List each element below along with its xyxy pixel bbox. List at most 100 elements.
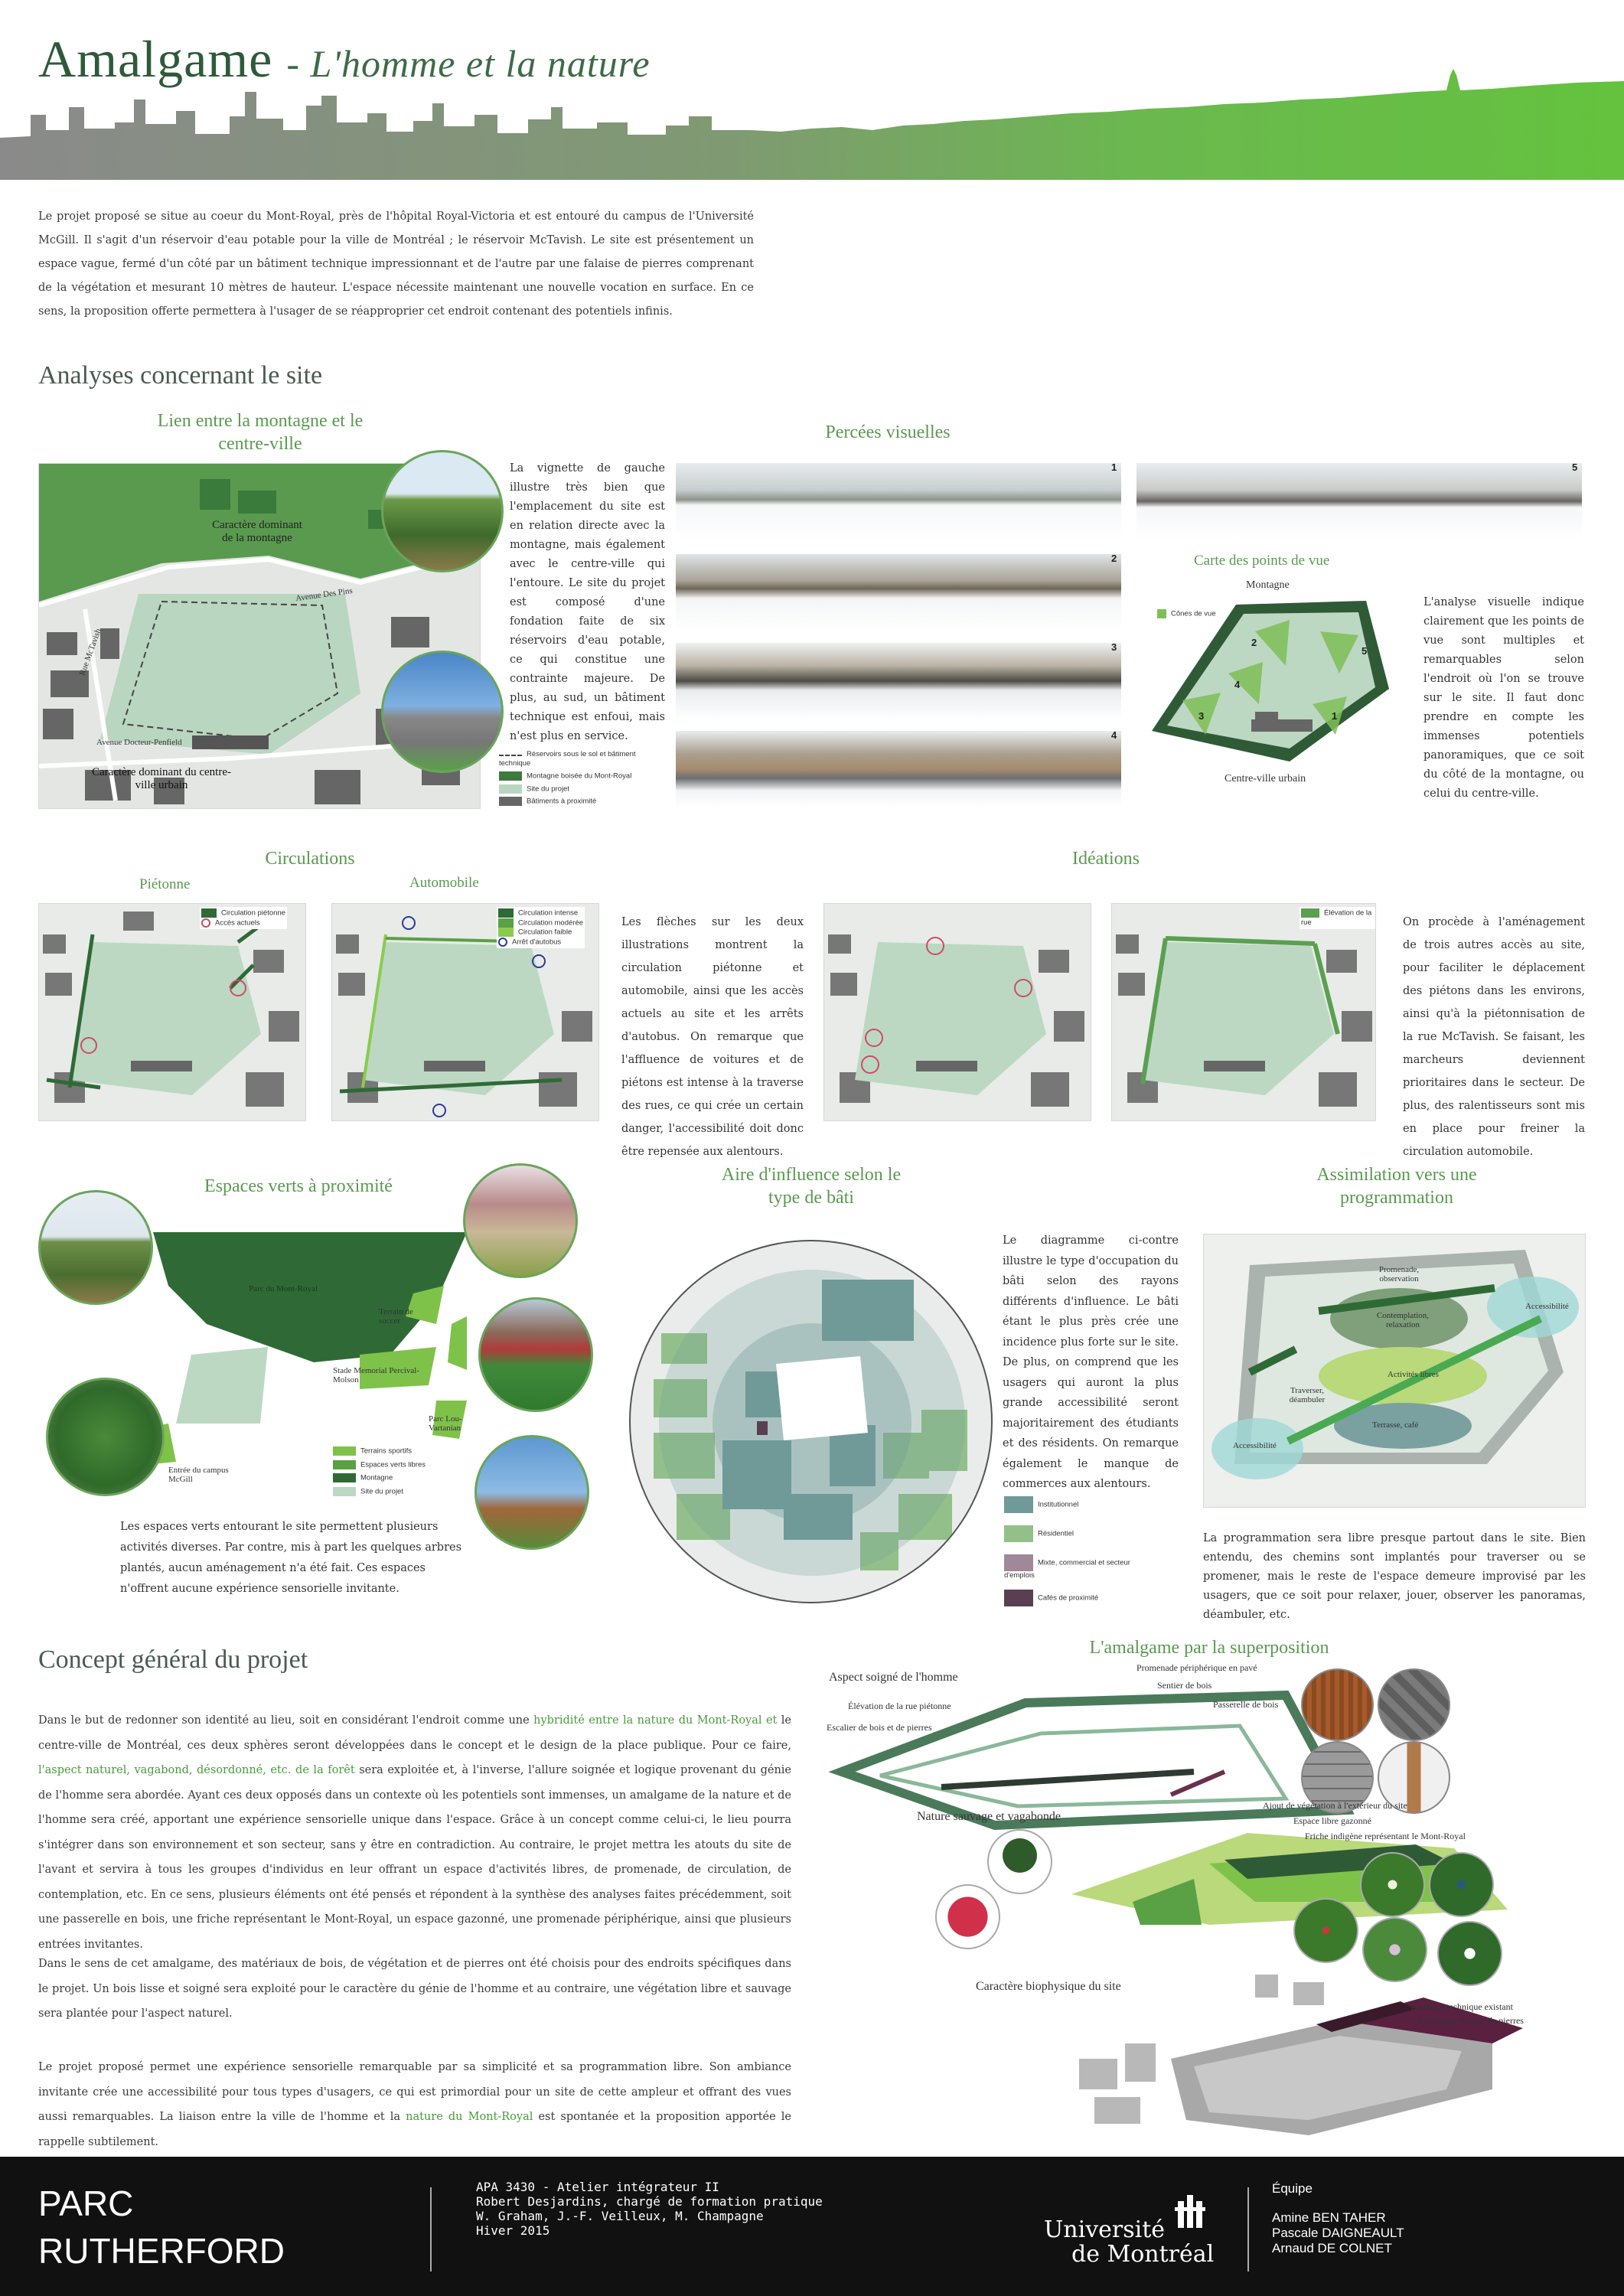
lou-photo-circle: [474, 1435, 589, 1550]
plant-circle-1: [1360, 1852, 1425, 1917]
plant-circle-4: [1362, 1917, 1427, 1982]
material-pavement-circle: [1301, 1741, 1374, 1814]
legend-site-e: Site du projet: [333, 1486, 455, 1497]
automobile-legend: Circulation intense Circulation modérée …: [497, 907, 585, 949]
analyses-heading: Analyses concernant le site: [38, 361, 323, 390]
mountain-photo-circle: [381, 450, 504, 572]
legend-institutionnel: Institutionnel: [1004, 1496, 1142, 1513]
view-number-2: 2: [1111, 553, 1117, 564]
project-name: PARC RUTHERFORD: [38, 2183, 285, 2271]
pietonne-label: Piétonne: [139, 876, 191, 892]
map-label-centreville: Caractère dominant du centre-ville urbai…: [92, 766, 231, 791]
ideation-map-1: [823, 903, 1091, 1121]
viewpoint-legend: Cônes de vue: [1157, 609, 1216, 619]
l1-label-escalier: Escalier de bois et de pierres: [827, 1722, 932, 1733]
assimilation-map: Promenade, observation Accessibilité Con…: [1203, 1234, 1586, 1508]
highlight-hybridite: hybridité entre la nature du Mont-Royal …: [533, 1714, 778, 1727]
automobile-map: Circulation intense Circulation modérée …: [331, 903, 599, 1121]
l1-label-elevation: Élévation de la rue piétonne: [848, 1701, 951, 1711]
view-number-1: 1: [1111, 461, 1117, 473]
espaces-legend: Terrains sportifs Espaces verts libres M…: [333, 1446, 455, 1496]
assim-label-terrasse: Terrasse, café: [1372, 1420, 1419, 1430]
legend-reservoirs: Réservoirs sous le sol et bâtiment techn…: [499, 750, 636, 768]
l3-label-batiment: Bâtiment technique existant: [1410, 2001, 1513, 2012]
poster-title: Amalgame - L'homme et la nature: [38, 29, 651, 90]
park-photo-circle: [38, 1190, 153, 1305]
view-photo-2: [676, 554, 1121, 631]
header: Amalgame - L'homme et la nature: [0, 0, 1624, 180]
assim-label-traverser: Traverser, déambuler: [1289, 1386, 1326, 1404]
viewpoint-3: 3: [1198, 710, 1205, 722]
view-number-4: 4: [1111, 729, 1117, 741]
layer-2-title: Nature sauvage et vagabonde: [917, 1810, 1061, 1823]
superposition-title: L'amalgame par la superposition: [1089, 1638, 1329, 1658]
view-photo-4: [676, 731, 1121, 807]
ideations-title: Idéations: [1072, 849, 1140, 869]
map-label-penfield: Avenue Docteur-Penfield: [96, 738, 182, 747]
stadium-photo-circle: [478, 1297, 593, 1412]
lien-map-drawing: [39, 464, 480, 804]
legend-mixte: Mixte, commercial et secteur d'emplois: [1004, 1554, 1142, 1580]
concept-paragraph-2: Dans le sens de cet amalgame, des matéri…: [38, 1958, 791, 2020]
percees-title: Percées visuelles: [825, 422, 951, 442]
espaces-label-mcgill: Entrée du campus McGill: [168, 1466, 229, 1484]
viewpoint-map-drawing: [1152, 601, 1389, 762]
viewpoint-map-montagne: Montagne: [1246, 579, 1290, 591]
espaces-label-stade: Stade Memorial Percival-Molson: [333, 1366, 420, 1384]
ideation-legend: Élévation de la rue: [1300, 907, 1375, 929]
university-logo: Université de Montréal: [1041, 2187, 1232, 2272]
l2-label-friche: Friche indigène représentant le Mont-Roy…: [1305, 1831, 1466, 1841]
logo-mark-icon: [1173, 2193, 1211, 2228]
soccer-photo-circle: [463, 1163, 578, 1278]
intro-paragraph: Le projet proposé se situe au coeur du M…: [38, 210, 754, 318]
viewpoint-map-title: Carte des points de vue: [1194, 553, 1330, 569]
concept-paragraph-3: Le projet proposé permet une expérience …: [38, 2061, 792, 2148]
viewpoint-4: 4: [1234, 679, 1241, 690]
team-info: Équipe Amine BEN TAHER Pascale DAIGNEAUL…: [1272, 2181, 1404, 2255]
automobile-label: Automobile: [409, 875, 479, 891]
legend-terrains: Terrains sportifs: [333, 1446, 455, 1456]
red-shrub-circle: [935, 1884, 1000, 1949]
espaces-label-soccer: Terrain de soccer: [379, 1307, 413, 1326]
espaces-text: Les espaces verts entourant le site perm…: [120, 1521, 462, 1595]
title-text: Amalgame: [38, 30, 273, 88]
legend-batiments: Bâtiments à proximité: [499, 797, 637, 807]
lien-map: Caractère dominant de la montagne Avenue…: [38, 463, 481, 809]
material-post-circle: [1378, 1741, 1450, 1814]
highlight-nature-mont-royal: nature du Mont-Royal: [406, 2111, 533, 2123]
subtitle-text: - L'homme et la nature: [286, 42, 651, 85]
plant-circle-2: [1429, 1852, 1494, 1917]
viewpoint-5: 5: [1361, 645, 1368, 657]
espaces-label-parc: Parc du Mont-Royal: [249, 1284, 318, 1293]
view-photo-3: [676, 643, 1121, 719]
view-photo-5: [1136, 463, 1582, 540]
legend-cafes: Cafés de proximité: [1004, 1590, 1142, 1606]
city-photo-circle: [381, 651, 504, 773]
concept-heading: Concept général du projet: [38, 1645, 308, 1674]
assimilation-title: Assimilation vers une programmation: [1316, 1165, 1477, 1208]
plant-circle-5: [1437, 1921, 1502, 1986]
aire-legend: Institutionnel Résidentiel Mixte, commer…: [1004, 1496, 1142, 1606]
ideation-map-2: Élévation de la rue: [1111, 903, 1376, 1121]
l2-label-gazon: Espace libre gazonné: [1293, 1815, 1371, 1826]
footer-divider-right: [1247, 2187, 1249, 2272]
lien-text: La vignette de gauche illustre très bien…: [510, 462, 665, 742]
view-number-5: 5: [1572, 461, 1578, 473]
l2-label-vegetation: Ajout de végétation à l'extérieur du sit…: [1263, 1800, 1407, 1811]
viewpoint-1: 1: [1332, 710, 1338, 722]
course-info: APA 3430 - Atelier intégrateur II Robert…: [476, 2180, 823, 2238]
tree-circle: [987, 1829, 1052, 1894]
espaces-label-lou: Parc Lou-Vartanian: [429, 1414, 462, 1433]
lien-title: Lien entre la montagne et le centre-vill…: [157, 411, 364, 454]
legend-montagne-e: Montagne: [333, 1473, 455, 1483]
assim-label-activites: Activités libres: [1388, 1370, 1439, 1379]
legend-site: Site du projet: [499, 784, 637, 794]
aire-text: Le diagramme ci-contre illustre le type …: [1003, 1234, 1179, 1490]
circulations-text: Les flèches sur les deux illustrations m…: [621, 916, 804, 1158]
footer-divider-left: [430, 2187, 432, 2272]
assim-label-access-1: Accessibilité: [1525, 1302, 1569, 1311]
l1-label-passerelle: Passerelle de bois: [1213, 1699, 1279, 1710]
lien-legend: Réservoirs sous le sol et bâtiment techn…: [499, 750, 637, 807]
view-photo-1: [676, 463, 1121, 540]
viewpoint-map: 2 4 3 5 1: [1136, 589, 1404, 781]
